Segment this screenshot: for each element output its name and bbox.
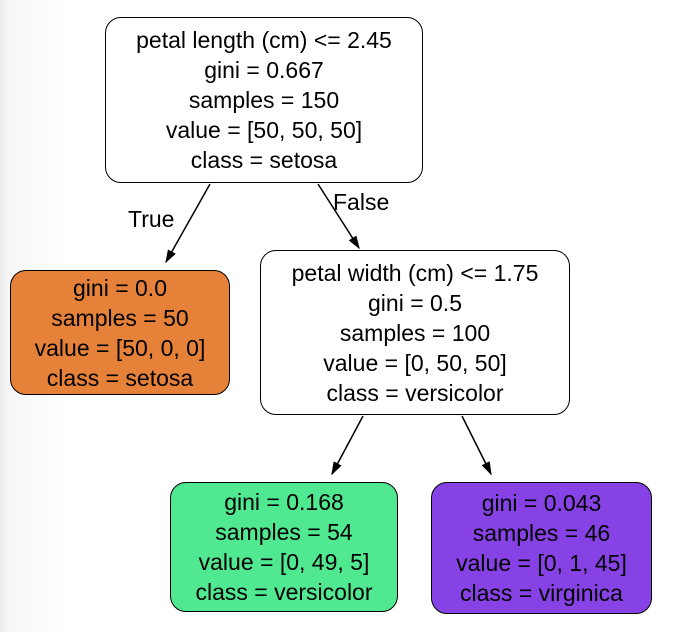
samples-count: samples = 54 [215, 519, 353, 545]
class-label: class = virginica [460, 580, 623, 606]
class-label: class = setosa [46, 364, 194, 391]
tree-node-petal-width-split: petal width (cm) <= 1.75 gini = 0.5 samp… [260, 250, 570, 415]
tree-node-versicolor-leaf: gini = 0.168 samples = 54 value = [0, 49… [170, 482, 398, 612]
edge-versicolor-arrow [331, 415, 364, 476]
samples-count: samples = 100 [339, 319, 491, 346]
value-distribution: value = [0, 50, 50] [323, 349, 507, 376]
class-label: class = versicolor [326, 379, 504, 406]
samples-count: samples = 50 [51, 304, 189, 331]
edge-label-false: False [333, 189, 390, 215]
value-distribution: value = [0, 49, 5] [198, 549, 370, 575]
tree-node-root: petal length (cm) <= 2.45 gini = 0.667 s… [105, 17, 423, 183]
edge-label-true: True [128, 206, 175, 232]
class-label: class = setosa [190, 147, 338, 173]
split-condition: petal length (cm) <= 2.45 [136, 27, 392, 53]
value-distribution: value = [50, 50, 50] [165, 117, 363, 143]
split-condition: petal width (cm) <= 1.75 [291, 259, 539, 286]
gini-value: gini = 0.5 [368, 289, 462, 316]
gini-value: gini = 0.0 [73, 274, 167, 301]
samples-count: samples = 46 [472, 520, 611, 546]
tree-node-setosa-leaf: gini = 0.0 samples = 50 value = [50, 0, … [10, 270, 230, 395]
value-distribution: value = [50, 0, 0] [34, 334, 206, 361]
value-distribution: value = [0, 1, 45] [456, 550, 627, 576]
tree-node-virginica-leaf: gini = 0.043 samples = 46 value = [0, 1,… [431, 482, 652, 614]
gini-value: gini = 0.168 [224, 489, 344, 515]
gini-value: gini = 0.667 [204, 57, 324, 83]
gini-value: gini = 0.043 [481, 490, 602, 516]
class-label: class = versicolor [195, 579, 373, 605]
samples-count: samples = 150 [188, 87, 340, 113]
edge-virginica-arrow [461, 415, 492, 476]
